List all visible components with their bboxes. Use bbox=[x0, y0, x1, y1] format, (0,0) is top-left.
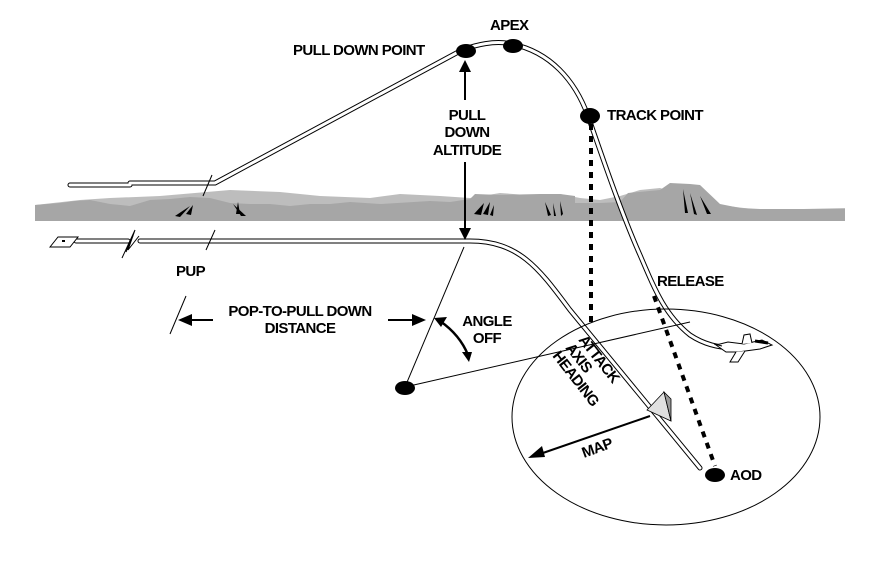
label-angle-off: ANGLE OFF bbox=[462, 313, 513, 347]
terrain bbox=[35, 183, 845, 221]
svg-text:DISTANCE: DISTANCE bbox=[265, 320, 336, 337]
apex-marker bbox=[503, 39, 523, 53]
track-point-marker bbox=[580, 108, 600, 124]
label-aod: AOD bbox=[730, 467, 762, 484]
label-track-point: TRACK POINT bbox=[607, 107, 703, 124]
aod-marker bbox=[705, 468, 725, 482]
ground-track bbox=[73, 229, 703, 471]
flight-path-popup bbox=[67, 40, 738, 351]
release-to-aod-line bbox=[652, 295, 717, 467]
pup-ticks bbox=[169, 174, 216, 335]
label-pop-to-pull-down-distance: POP-TO-PULL DOWN DISTANCE bbox=[228, 303, 372, 337]
path-break-symbol bbox=[121, 229, 140, 259]
key-points bbox=[395, 39, 725, 482]
target-pyramid-icon bbox=[646, 390, 672, 422]
label-apex: APEX bbox=[490, 17, 529, 34]
label-pup: PUP bbox=[176, 263, 206, 280]
pull-down-altitude-arrow bbox=[459, 60, 471, 240]
label-attack-axis-heading: ATTACK AXIS HEADING bbox=[549, 332, 623, 410]
svg-text:POP-TO-PULL DOWN: POP-TO-PULL DOWN bbox=[228, 303, 371, 320]
label-pull-down-point: PULL DOWN POINT bbox=[293, 42, 425, 59]
svg-text:ANGLE: ANGLE bbox=[462, 313, 512, 330]
distance-arrows bbox=[178, 314, 426, 326]
pull-down-point-marker bbox=[456, 44, 476, 58]
label-pull-down-altitude: PULL DOWN ALTITUDE bbox=[433, 107, 502, 159]
svg-text:OFF: OFF bbox=[473, 330, 502, 347]
ip-marker-icon bbox=[48, 236, 80, 248]
svg-text:PULL: PULL bbox=[449, 107, 486, 124]
label-release: RELEASE bbox=[657, 273, 724, 290]
svg-text:ALTITUDE: ALTITUDE bbox=[433, 142, 502, 159]
fighter-jet-icon bbox=[713, 333, 774, 363]
terrain-near-ridge bbox=[35, 183, 845, 221]
angle-off-arrow bbox=[439, 319, 470, 356]
target-area-ellipse bbox=[511, 308, 821, 526]
angle-off-lines bbox=[404, 246, 691, 388]
map-arrow bbox=[528, 415, 651, 458]
angle-off-origin-marker bbox=[395, 381, 415, 395]
rock-streaks bbox=[175, 189, 711, 217]
svg-text:DOWN: DOWN bbox=[444, 124, 489, 141]
